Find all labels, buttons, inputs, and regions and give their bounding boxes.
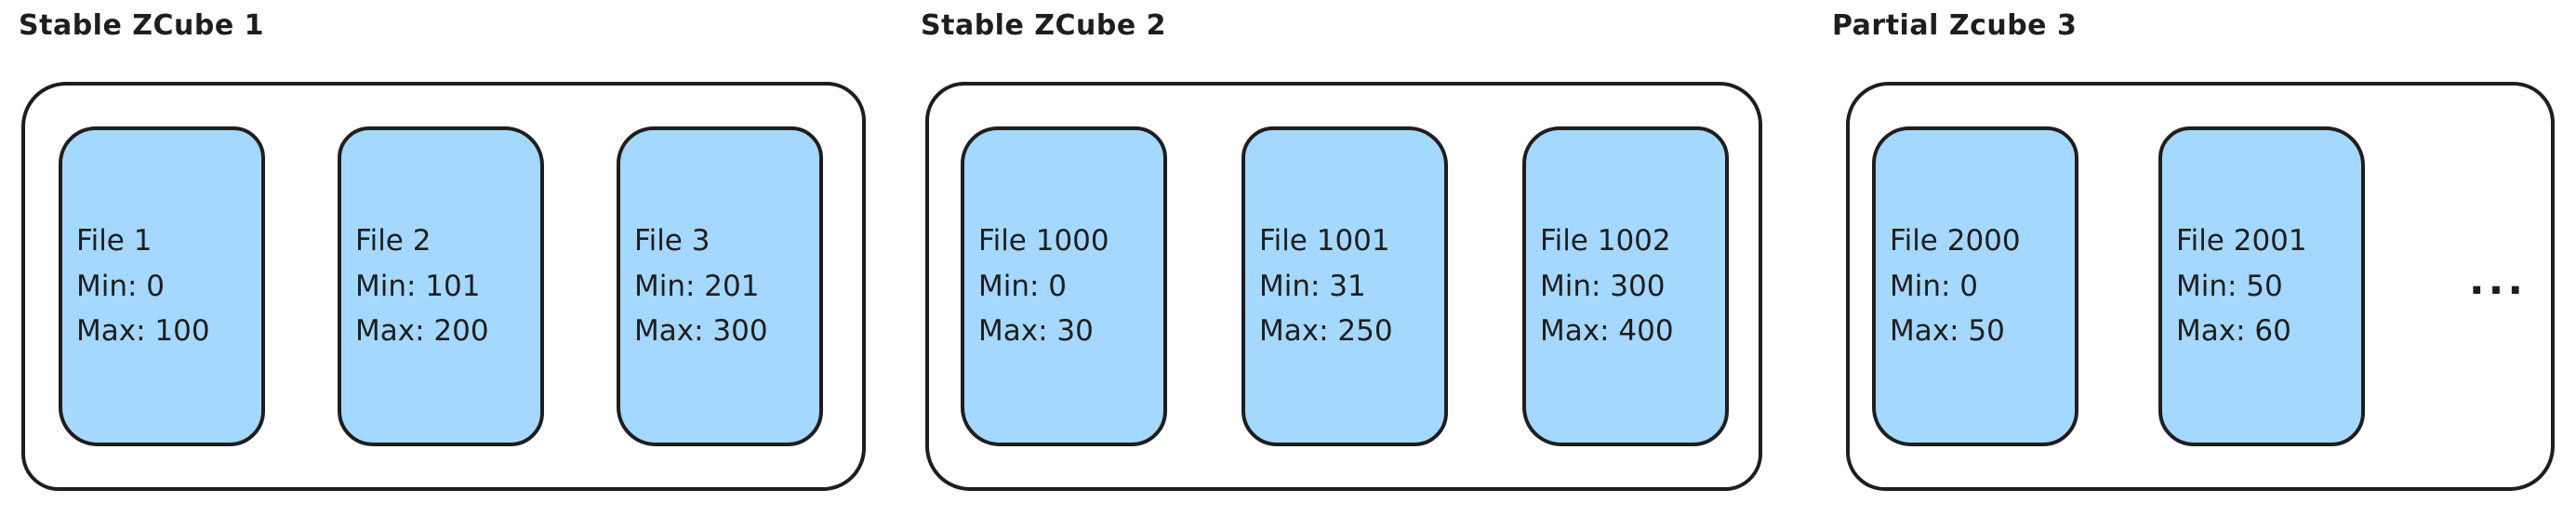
zcube-group-3: Partial Zcube 3 File 2000 Min: 0 Max: 50… <box>1832 9 2555 491</box>
file-name: File 2 <box>355 223 432 258</box>
file-card: File 1 Min: 0 Max: 100 <box>59 126 265 446</box>
file-card: File 2001 Min: 50 Max: 60 <box>2158 126 2365 446</box>
group-title: Partial Zcube 3 <box>1832 9 2078 42</box>
file-min: Min: 50 <box>2176 269 2283 303</box>
file-min: Min: 201 <box>634 269 760 303</box>
file-card: File 1002 Min: 300 Max: 400 <box>1522 126 1729 446</box>
file-card: File 2000 Min: 0 Max: 50 <box>1872 126 2078 446</box>
file-max: Max: 50 <box>1890 314 2005 349</box>
file-min: Min: 300 <box>1540 269 1666 303</box>
zcube-container-1: File 1 Min: 0 Max: 100 File 2 Min: 101 M… <box>21 82 866 491</box>
file-name: File 1001 <box>1259 223 1390 258</box>
file-name: File 1000 <box>978 223 1109 258</box>
file-name: File 2001 <box>2176 223 2307 258</box>
file-card: File 2 Min: 101 Max: 200 <box>338 126 544 446</box>
file-card: File 1001 Min: 31 Max: 250 <box>1242 126 1448 446</box>
file-min: Min: 31 <box>1259 269 1366 303</box>
file-min: Min: 0 <box>978 269 1068 303</box>
file-name: File 2000 <box>1890 223 2021 258</box>
file-max: Max: 30 <box>978 314 1094 349</box>
file-min: Min: 0 <box>76 269 166 303</box>
more-files-ellipsis: ... <box>2468 256 2528 304</box>
file-max: Max: 250 <box>1259 314 1393 349</box>
file-max: Max: 200 <box>355 314 489 349</box>
file-max: Max: 300 <box>634 314 768 349</box>
group-title: Stable ZCube 2 <box>921 9 1167 42</box>
file-min: Min: 101 <box>355 269 481 303</box>
file-max: Max: 60 <box>2176 314 2291 349</box>
file-card: File 3 Min: 201 Max: 300 <box>617 126 823 446</box>
file-name: File 1 <box>76 223 153 258</box>
file-max: Max: 100 <box>76 314 210 349</box>
zcube-container-3: File 2000 Min: 0 Max: 50 File 2001 Min: … <box>1846 82 2555 491</box>
file-name: File 3 <box>634 223 710 258</box>
zcube-container-2: File 1000 Min: 0 Max: 30 File 1001 Min: … <box>925 82 1762 491</box>
file-card: File 1000 Min: 0 Max: 30 <box>961 126 1167 446</box>
group-title: Stable ZCube 1 <box>19 9 265 42</box>
file-name: File 1002 <box>1540 223 1671 258</box>
file-max: Max: 400 <box>1540 314 1674 349</box>
zcube-group-2: Stable ZCube 2 File 1000 Min: 0 Max: 30 … <box>921 9 1762 491</box>
file-min: Min: 0 <box>1890 269 1979 303</box>
zcube-group-1: Stable ZCube 1 File 1 Min: 0 Max: 100 Fi… <box>19 9 866 491</box>
